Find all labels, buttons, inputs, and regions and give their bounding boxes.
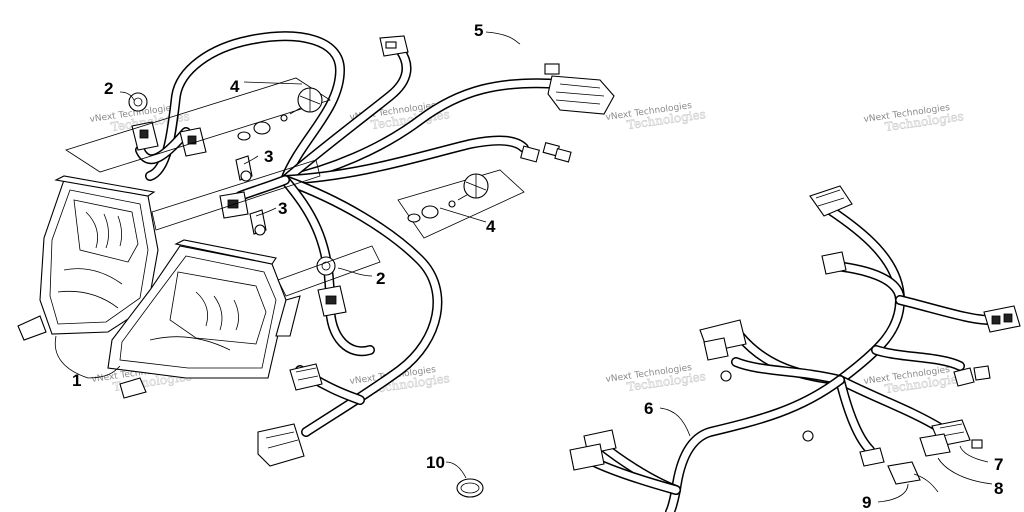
callout-9: 9 — [862, 493, 871, 512]
main-connector — [544, 63, 615, 115]
callout-3-upper: 3 — [264, 147, 273, 166]
callout-2-upper: 2 — [104, 79, 113, 98]
headlight-right — [107, 239, 301, 399]
terminal-pair — [520, 141, 572, 163]
callout-7: 7 — [994, 455, 1003, 474]
harness-connectors — [128, 35, 615, 467]
clamp-10 — [456, 478, 484, 498]
bulb-socket-assembly — [65, 77, 525, 297]
callout-3-lower: 3 — [278, 199, 287, 218]
callout-2-lower: 2 — [376, 269, 385, 288]
callout-1: 1 — [72, 371, 81, 390]
aux-harness — [585, 205, 995, 512]
headlight-plug — [131, 121, 347, 317]
callouts: 1 2 2 3 3 4 4 5 6 7 8 9 10 — [72, 21, 1003, 512]
bottom-connector — [257, 363, 323, 467]
callout-10: 10 — [426, 453, 445, 472]
top-connector — [379, 35, 409, 57]
callout-4-lower: 4 — [486, 217, 496, 236]
callout-6: 6 — [644, 399, 653, 418]
callout-8: 8 — [994, 479, 1003, 498]
aux-harness-connectors — [569, 185, 1021, 493]
callout-5: 5 — [474, 21, 483, 40]
headlight-left — [17, 175, 159, 341]
leader-lines — [54, 31, 993, 503]
callout-4-upper: 4 — [230, 77, 240, 96]
